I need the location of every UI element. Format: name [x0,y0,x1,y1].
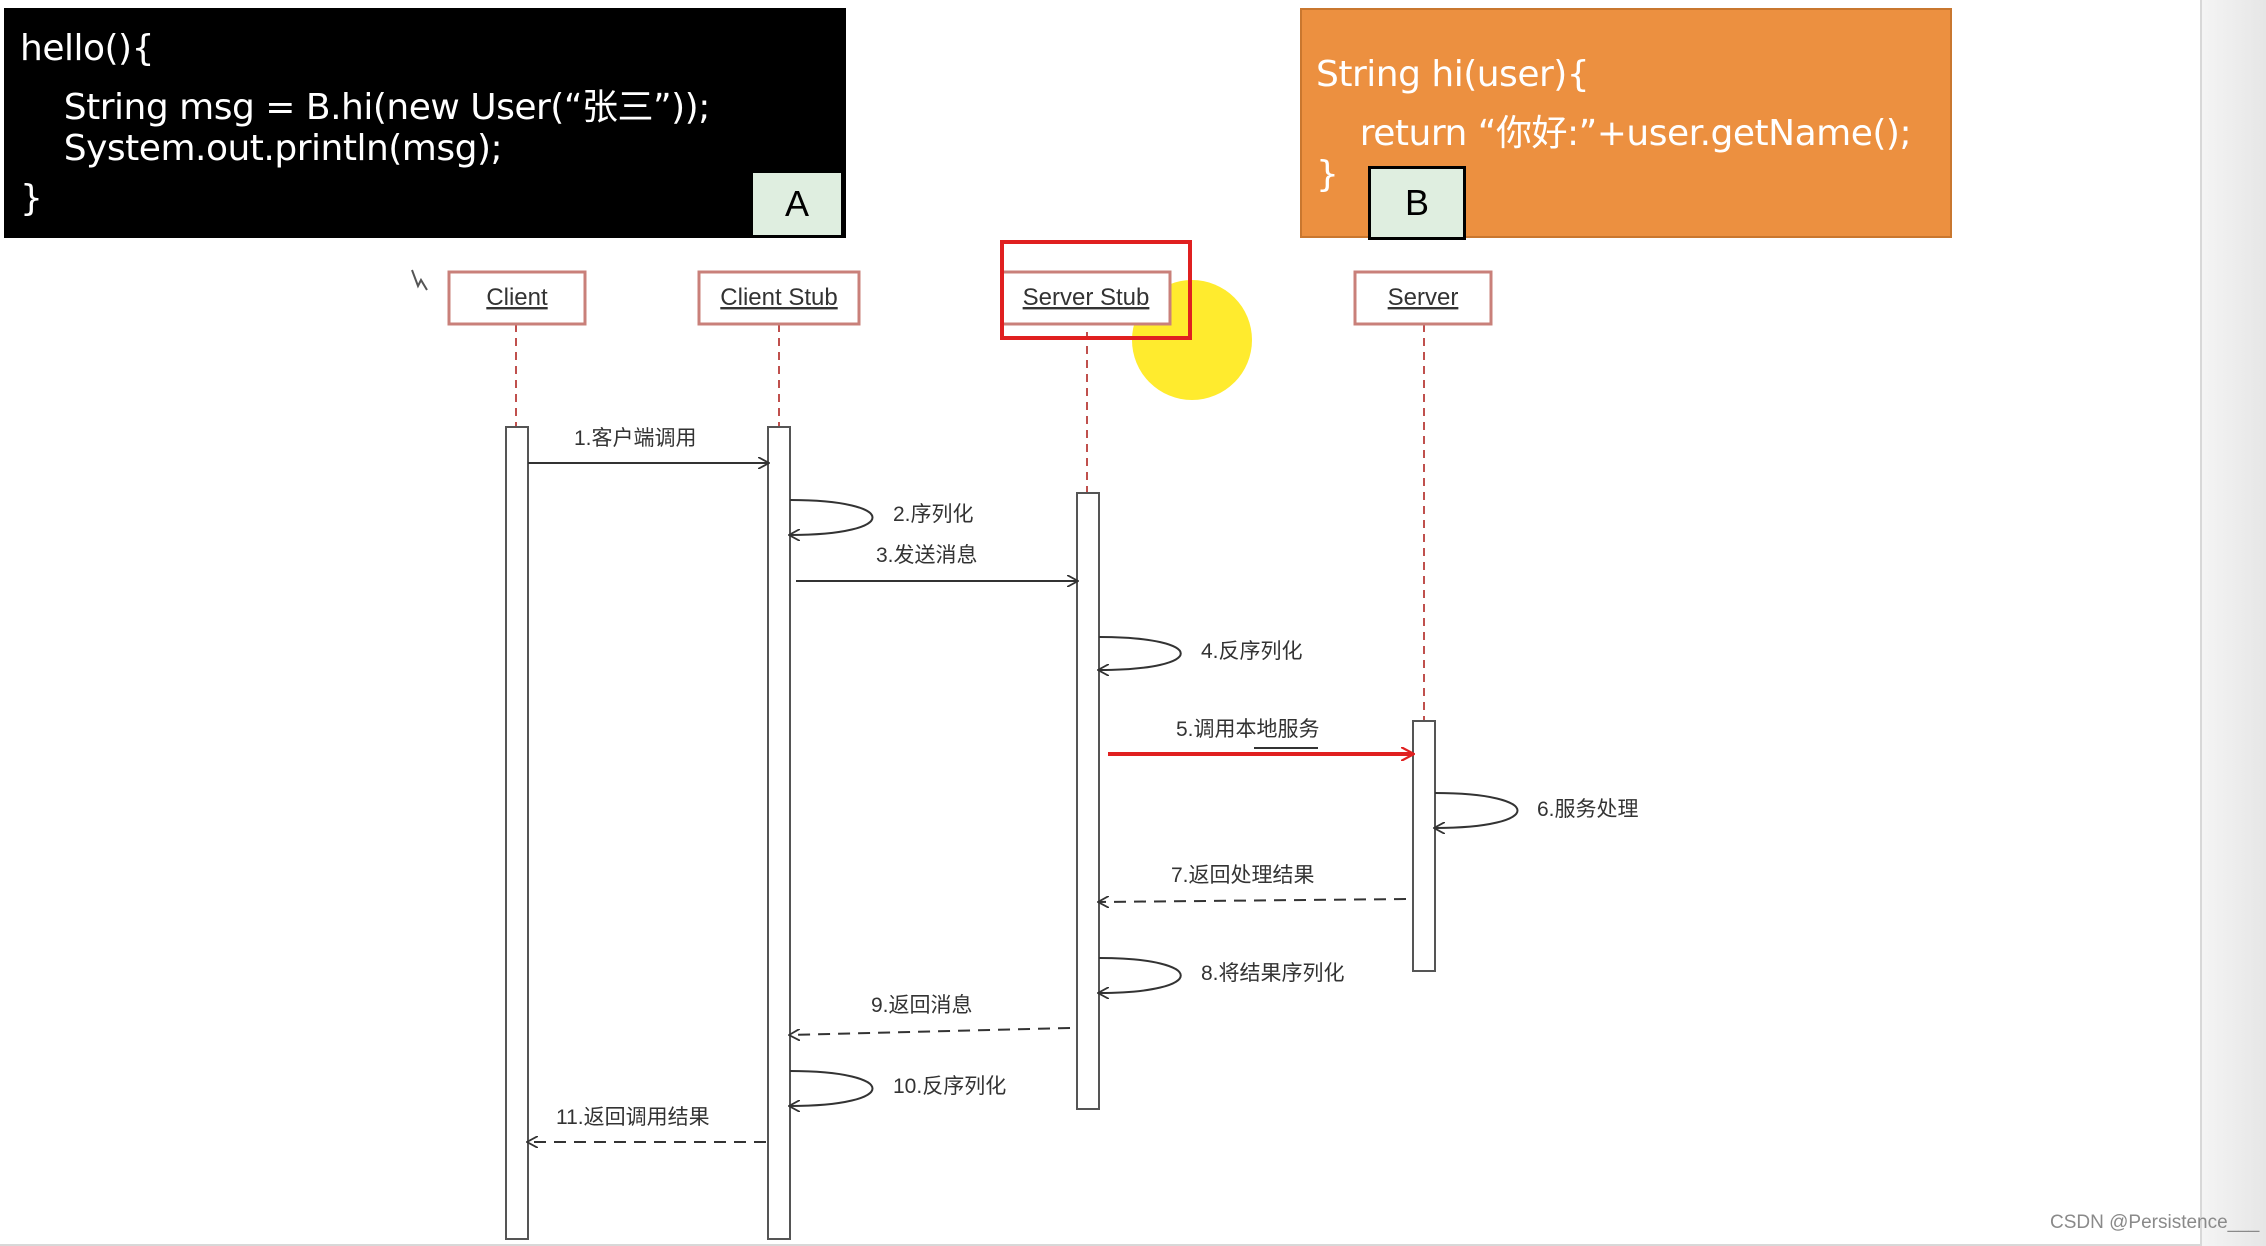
message-2-arrow [790,499,874,535]
code-b-tag: B [1368,166,1466,240]
activation-server [1412,720,1436,972]
message-9-arrow [790,1027,1071,1035]
participant-server: Server [1353,270,1493,326]
participant-server-label: Server [1388,284,1459,311]
code-block-b: String hi(user){ return “你好:”+user.getNa… [1300,8,1952,240]
code-b-line-2: return “你好:”+user.getName(); [1316,113,1912,154]
mouse-cursor-icon [411,269,428,291]
message-8-arrow [1099,957,1182,993]
watermark: CSDN @Persistence___ [2050,1212,2260,1233]
code-a-line-1: hello(){ [20,28,155,69]
message-7-arrow [1099,899,1407,902]
participant-server-stub: Server Stub [1000,270,1172,326]
code-a-line-3: System.out.println(msg); [20,128,503,169]
message-1-label: 1.客户端调用 [574,427,697,450]
message-4-arrow [1099,636,1182,670]
code-b-line-1: String hi(user){ [1316,54,1590,95]
slide: hello(){ String msg = B.hi(new User(“张三”… [0,0,2202,1246]
message-10-arrow [790,1070,874,1106]
participant-client-label: Client [486,284,548,311]
activation-client [505,426,529,1240]
message-7-label: 7.返回处理结果 [1171,864,1315,887]
sequence-diagram: Client Client Stub Server Stub Server 1.… [411,240,1639,1240]
participant-client-stub: Client Stub [697,270,861,326]
participant-server-stub-label: Server Stub [1023,284,1150,311]
activation-server-stub [1076,492,1100,1110]
code-a-line-4: } [20,178,43,219]
participant-client-stub-label: Client Stub [720,284,837,311]
message-5-label: 5.调用本地服务 [1176,718,1320,741]
message-10-label: 10.反序列化 [893,1075,1006,1098]
message-8-label: 8.将结果序列化 [1201,962,1345,985]
highlight-frame [1000,240,1192,340]
code-a-line-2: String msg = B.hi(new User(“张三”)); [20,87,711,128]
message-11-label: 11.返回调用结果 [556,1106,710,1129]
message-6-arrow [1435,792,1519,828]
window-edge [2202,0,2266,1246]
activation-client-stub [767,426,791,1240]
message-4-label: 4.反序列化 [1201,640,1303,663]
participant-client: Client [447,270,587,326]
message-9-label: 9.返回消息 [871,994,973,1017]
code-a-tag: A [750,170,844,238]
code-b-line-3: } [1316,154,1339,195]
code-block-a: hello(){ String msg = B.hi(new User(“张三”… [4,8,846,238]
message-2-label: 2.序列化 [893,503,974,526]
message-6-label: 6.服务处理 [1537,798,1639,821]
message-3-label: 3.发送消息 [876,544,978,567]
